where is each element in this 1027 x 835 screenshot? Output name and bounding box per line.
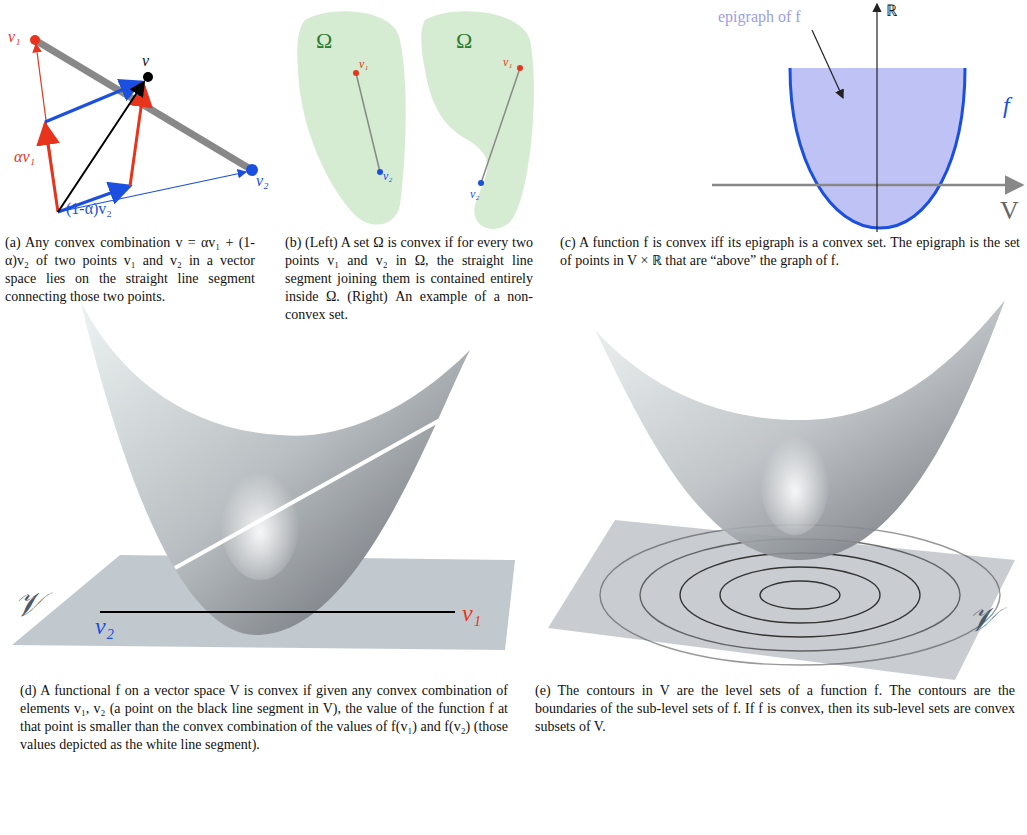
- point-label: v₂: [383, 170, 393, 184]
- caption: (a) Any convex combination v = αv₁ + (1-…: [5, 234, 255, 306]
- space-label: 𝒱: [968, 600, 996, 639]
- point-label: v₂: [95, 613, 114, 641]
- caption: (b) (Left) A set Ω is convex if for ever…: [285, 234, 533, 324]
- caption: (d) A functional f on a vector space V i…: [20, 682, 508, 754]
- convex-set-figure: [297, 11, 534, 229]
- vector-label: (1-α)v₂: [66, 200, 112, 218]
- vector-label: αv₁: [14, 148, 35, 166]
- point-label: v₂: [470, 188, 480, 202]
- sublevel-set-figure: [548, 300, 1015, 680]
- region-label: epigraph of f: [718, 8, 801, 26]
- space-label: 𝒱: [14, 585, 42, 624]
- point-label: v₁: [359, 58, 369, 72]
- epigraph-figure: [712, 4, 1022, 232]
- set-label: Ω: [316, 28, 332, 53]
- set-label: Ω: [456, 28, 472, 53]
- point-label: v₁: [462, 600, 481, 628]
- convex-combination-figure: [30, 35, 258, 212]
- function-label: f: [1003, 92, 1010, 120]
- convex-function-surface: [12, 300, 515, 650]
- axis-label: ℝ: [886, 2, 897, 20]
- point-label: v₂: [256, 172, 269, 190]
- caption: (c) A function f is convex iff its epigr…: [560, 234, 1020, 270]
- point-label: v₁: [8, 28, 21, 46]
- axis-label: V: [1000, 196, 1019, 226]
- caption: (e) The contours in V are the level sets…: [535, 682, 1015, 736]
- point-label: v₁: [503, 56, 513, 70]
- point-label: v: [142, 52, 149, 70]
